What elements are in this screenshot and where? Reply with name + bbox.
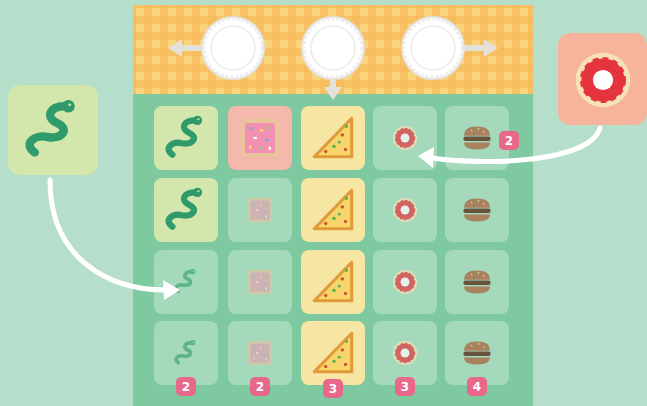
burger-icon: [463, 199, 490, 222]
count-number: 3: [401, 381, 409, 393]
tile: [228, 106, 292, 170]
snake-icon: [169, 116, 203, 155]
count-number: 3: [329, 383, 337, 395]
tile: [373, 250, 437, 314]
burger-icon: [463, 127, 490, 150]
snake-icon: [30, 100, 75, 152]
donut-icon: [393, 341, 417, 365]
tile: [445, 321, 509, 385]
snake-card: [8, 85, 98, 175]
count-badge: 2: [250, 377, 270, 396]
donut-card: [558, 33, 647, 125]
count-number: 2: [505, 135, 513, 147]
tile: [228, 250, 292, 314]
donut-icon: [393, 270, 417, 294]
tile: [154, 106, 218, 170]
tile-grid: [154, 106, 509, 385]
count-number: 4: [473, 381, 481, 393]
count-badge: 3: [323, 379, 343, 398]
count-badge: 2: [499, 131, 519, 150]
tile: [301, 106, 365, 170]
tile: [154, 250, 218, 314]
poptart-icon: [248, 198, 272, 222]
plate-arrows: [168, 39, 498, 100]
plate-row: [202, 17, 464, 79]
tile: [301, 250, 365, 314]
pizza-icon: [314, 118, 351, 156]
poptart-icon: [241, 119, 280, 158]
pizza-icon: [314, 190, 351, 228]
tile: [154, 178, 218, 242]
count-badge: 4: [467, 377, 487, 396]
donut-icon: [576, 53, 631, 108]
pizza-icon: [314, 333, 351, 371]
tile: [154, 321, 218, 385]
move-arrows: [50, 128, 600, 300]
snake-icon: [176, 269, 195, 292]
tablecloth: [133, 5, 533, 94]
count-number: 2: [256, 381, 264, 393]
tile: [373, 321, 437, 385]
count-badge: 3: [395, 377, 415, 396]
snake-icon: [176, 340, 195, 363]
poptart-icon: [248, 341, 272, 365]
tile: [301, 178, 365, 242]
tile: [228, 321, 292, 385]
burger-icon: [463, 271, 490, 294]
tile: [445, 178, 509, 242]
tile: [228, 178, 292, 242]
pizza-icon: [314, 262, 351, 300]
tile: [373, 106, 437, 170]
tile: [301, 321, 365, 385]
count-number: 2: [182, 381, 190, 393]
snake-icon: [169, 188, 203, 227]
tile: [373, 178, 437, 242]
count-badge: 2: [176, 377, 196, 396]
donut-icon: [393, 198, 417, 222]
game-board: [133, 94, 533, 406]
donut-icon: [393, 126, 417, 150]
burger-icon: [463, 342, 490, 365]
poptart-icon: [248, 270, 272, 294]
tile: [445, 250, 509, 314]
